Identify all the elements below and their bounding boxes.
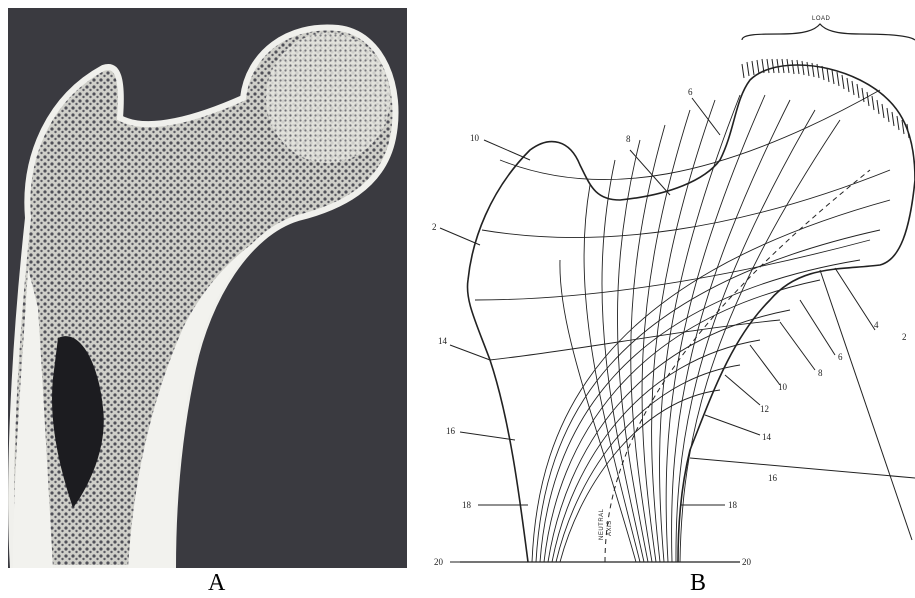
label-left-18: 18 — [462, 500, 472, 510]
load-bracket — [742, 24, 915, 40]
panel-letter-a: A — [208, 570, 225, 597]
femur-outline — [467, 65, 915, 562]
label-left-16: 16 — [446, 426, 456, 436]
cross-trajectories — [475, 90, 890, 360]
femur-photo-svg — [8, 8, 407, 568]
neutral-axis-label: NEUTRAL AXIS — [599, 508, 613, 540]
label-right-8: 8 — [818, 368, 823, 378]
svg-text:AXIS: AXIS — [607, 520, 613, 536]
svg-text:NEUTRAL: NEUTRAL — [599, 508, 605, 540]
label-right-2: 2 — [902, 332, 907, 342]
trajectory-svg: LOAD — [420, 0, 915, 572]
label-right-14: 14 — [762, 432, 772, 442]
panel-letter-b: B — [690, 570, 706, 597]
label-top-8: 8 — [626, 134, 631, 144]
label-left-14: 14 — [438, 336, 448, 346]
label-right-12: 12 — [760, 404, 769, 414]
compressive-trajectories — [560, 95, 840, 562]
label-right-6: 6 — [838, 352, 843, 362]
leader-lines — [440, 98, 915, 562]
label-right-18: 18 — [728, 500, 738, 510]
trajectory-diagram: LOAD — [420, 0, 915, 572]
load-label: LOAD — [812, 16, 831, 22]
femoral-head — [266, 33, 390, 163]
tensile-trajectories — [532, 200, 890, 562]
label-left-2: 2 — [432, 222, 437, 232]
label-left-10: 10 — [470, 133, 480, 143]
label-right-10: 10 — [778, 382, 788, 392]
label-left-20: 20 — [434, 557, 444, 567]
neutral-axis — [605, 170, 870, 562]
label-top-6: 6 — [688, 87, 693, 97]
label-right-20: 20 — [742, 557, 752, 567]
label-right-4: 4 — [874, 320, 879, 330]
femur-section-photo — [8, 8, 407, 568]
label-right-16: 16 — [768, 473, 778, 483]
load-hatching — [742, 59, 909, 138]
